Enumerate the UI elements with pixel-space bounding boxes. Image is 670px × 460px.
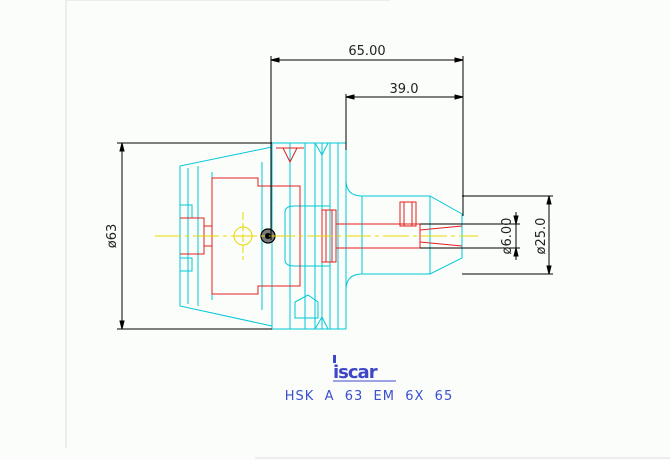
dim-overall-length-text: 65.00 bbox=[348, 44, 385, 59]
logo-text: iscar bbox=[333, 362, 378, 383]
dim-bore-diameter-text: ø6.00 bbox=[500, 218, 515, 255]
dim-shank-length-text: 39.0 bbox=[390, 82, 419, 97]
drive-key-slot bbox=[282, 147, 298, 164]
hsk-bore-section bbox=[211, 177, 301, 295]
section-lines bbox=[180, 147, 463, 295]
dimension-lines bbox=[117, 56, 553, 330]
reference-point-dot bbox=[265, 233, 271, 239]
dim-nose-diameter-text: ø25.0 bbox=[534, 218, 549, 255]
bore-section bbox=[336, 223, 421, 249]
dim-flange-diameter-text: ø63 bbox=[105, 224, 120, 249]
part-designation: HSK A 63 EM 6X 65 bbox=[285, 389, 453, 404]
centerline bbox=[155, 212, 478, 260]
iscar-logo: iscar bbox=[333, 355, 396, 383]
